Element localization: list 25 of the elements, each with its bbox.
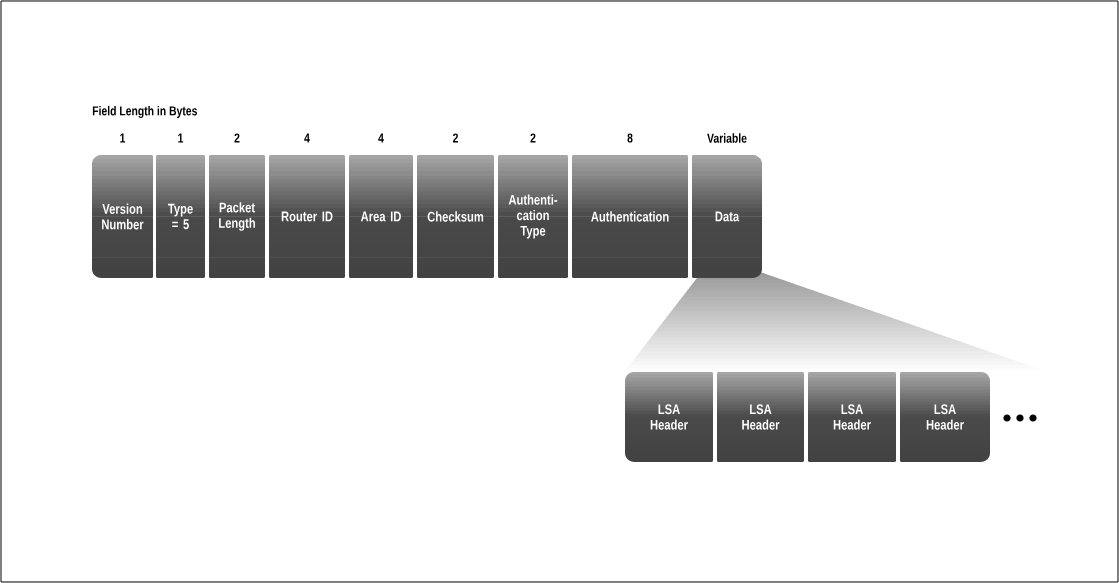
node-label: Packet Length [219,202,255,231]
field-box: LSA Header [900,372,990,462]
byte-count: 1 [120,133,126,143]
node-label: Header [833,419,871,430]
heading: Field Length in Bytes [92,105,197,119]
node-label: Checksum [427,211,484,222]
byte-count: 2 [530,133,536,143]
node-label: Type = 5 [167,203,193,230]
node-label: Authentication [591,211,669,222]
node-label: Header [742,419,780,430]
node-label: Router ID [281,211,333,222]
byte-count: 2 [234,133,240,143]
field-box: Data [692,155,762,278]
byte-count: 1 [178,133,184,143]
byte-count: Variable [707,133,747,143]
byte-count: 8 [627,133,633,143]
node-label: Header [650,419,688,430]
node-label: Authenti- cation Type [508,194,558,239]
node-label: Area ID [360,211,401,222]
byte-count: 4 [304,133,310,143]
byte-count: 2 [453,133,458,143]
node-label: Header [926,419,964,430]
node-label: Version Number [102,203,144,230]
byte-count: 4 [378,133,384,143]
node-label: Data [715,211,740,222]
